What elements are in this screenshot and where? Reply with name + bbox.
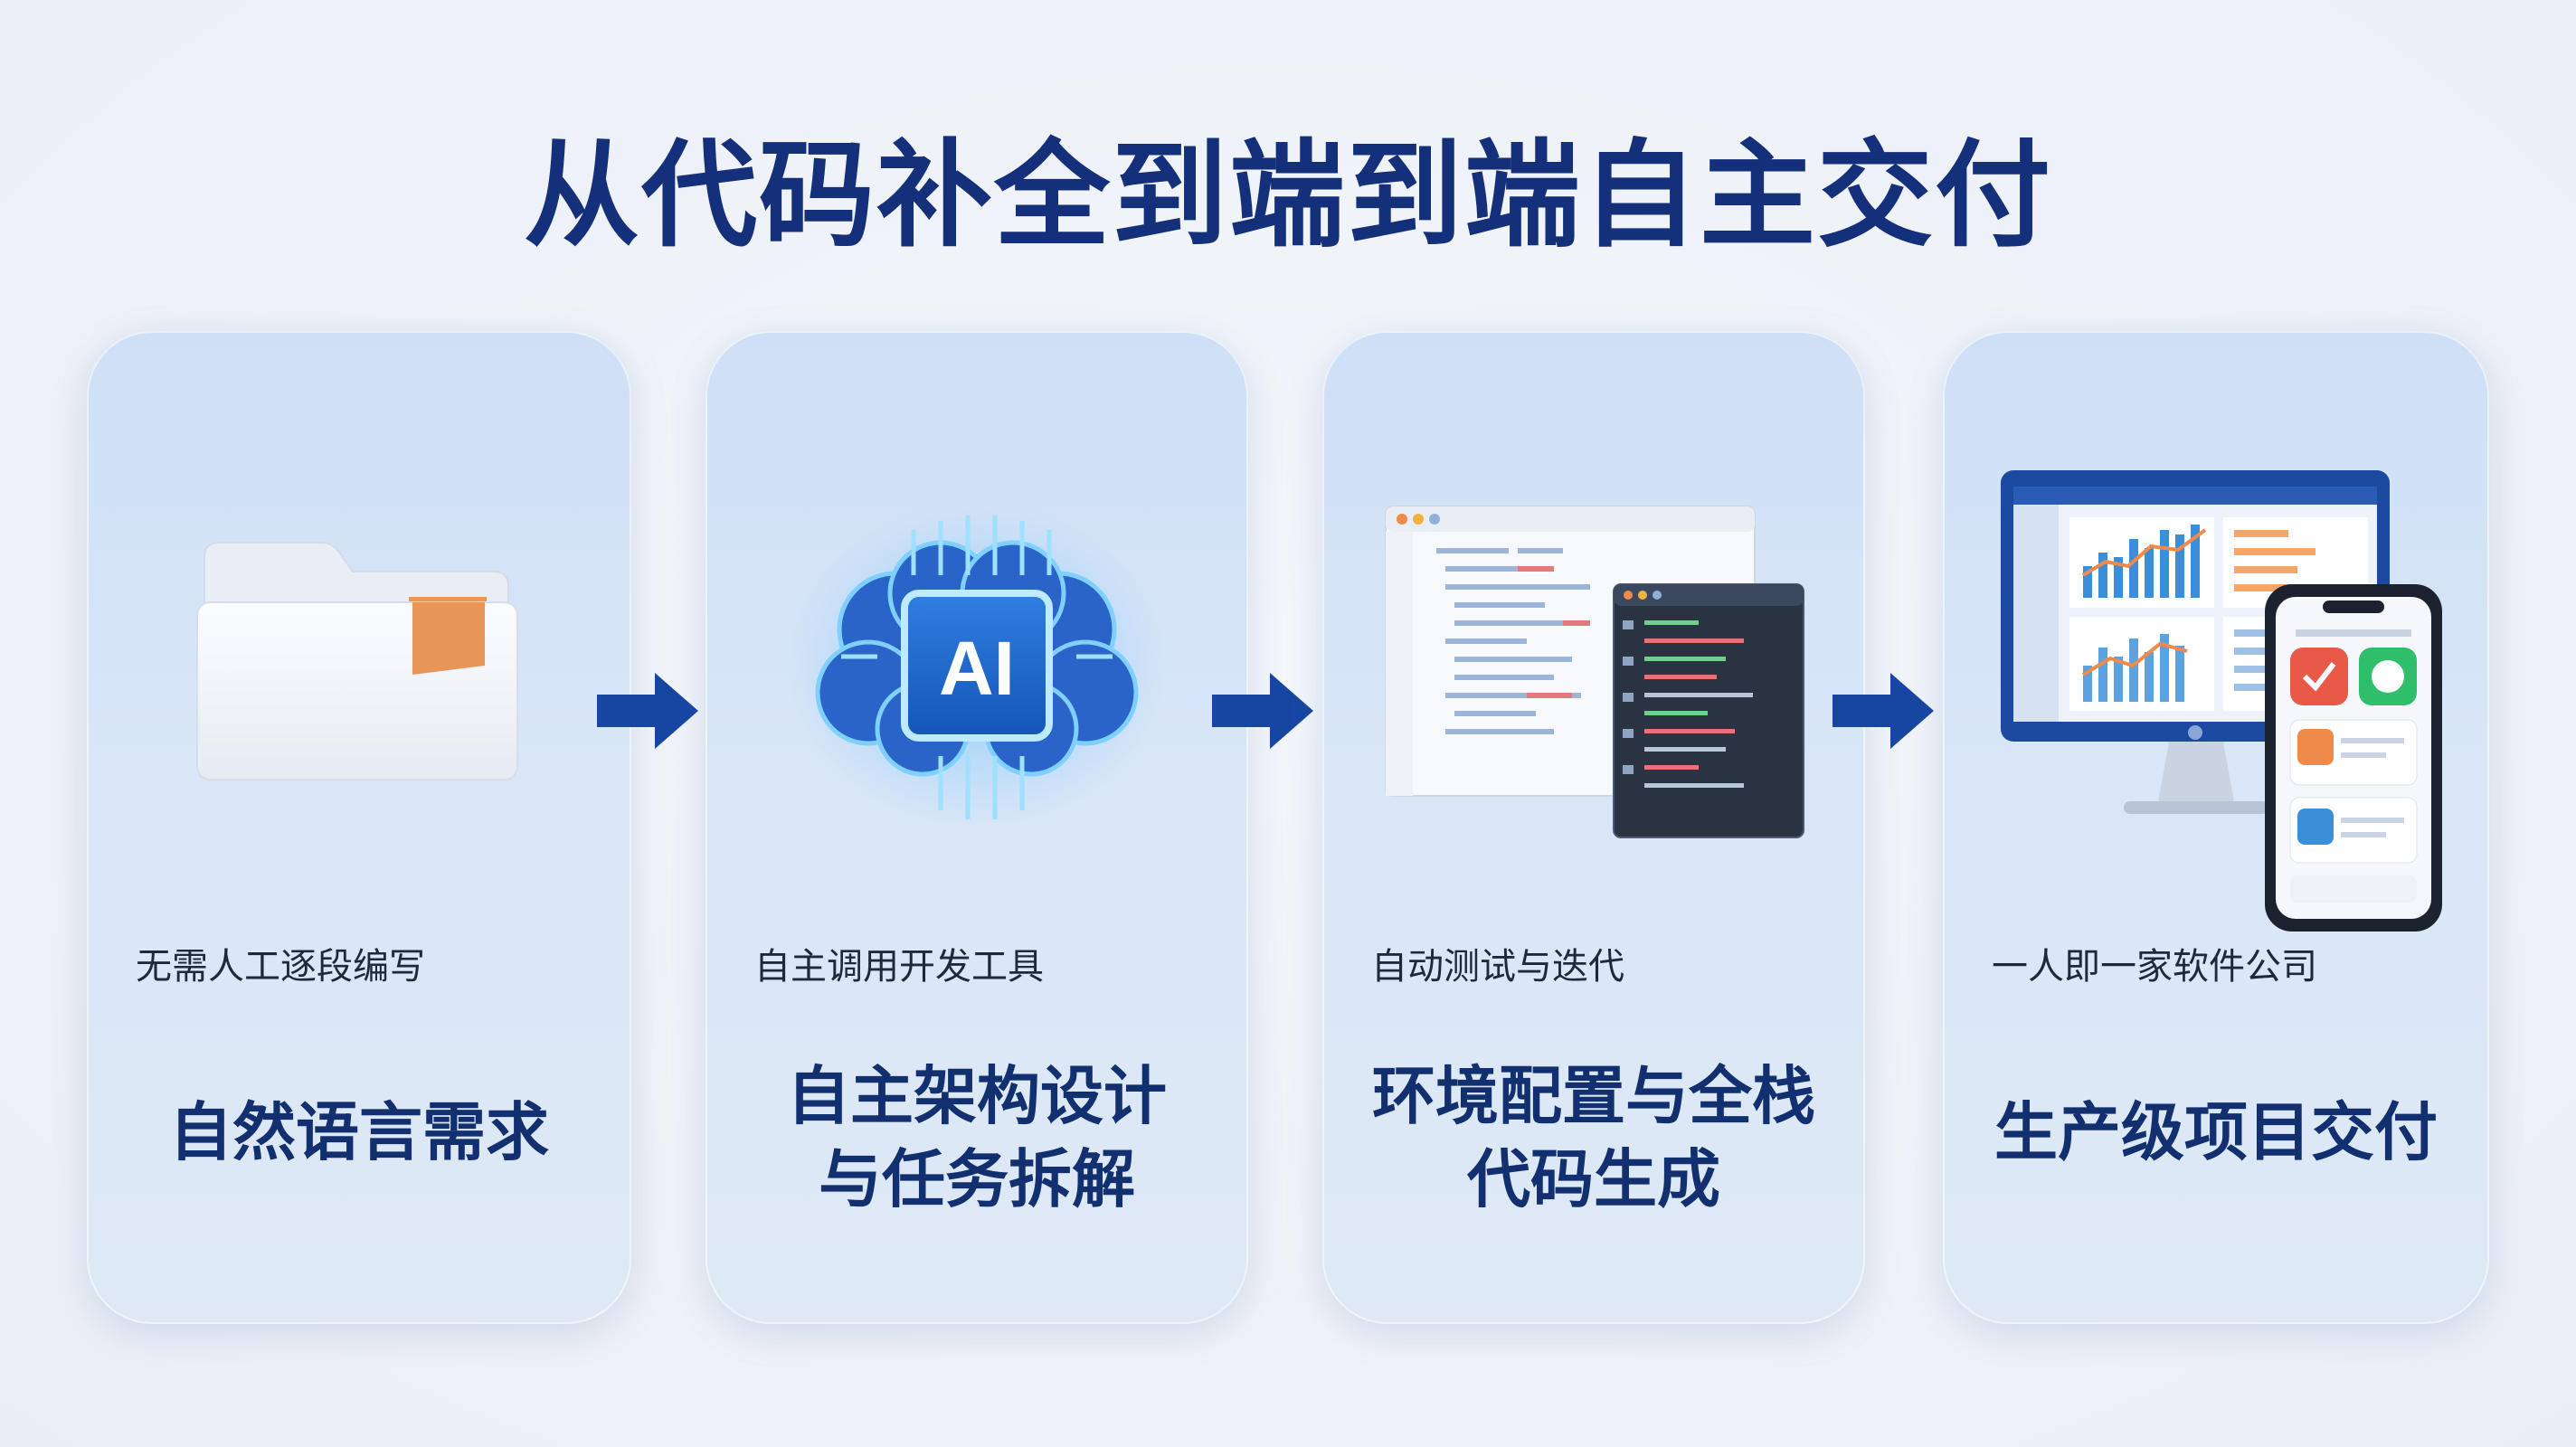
arrow-right-icon [1212,673,1313,749]
step-heading-line: 自然语言需求 [169,1095,549,1169]
page-title: 从代码补全到端到端自主交付 [523,128,2052,263]
step-heading-line: 代码生成 [1467,1142,1720,1216]
step-subtitle: 自动测试与迭代 [1371,946,1624,988]
step-subtitle: 自主调用开发工具 [754,946,1044,988]
ai-brain-icon: AI [787,494,1167,837]
step-subtitle: 无需人工逐段编写 [136,946,425,988]
step-card-natural-language: 无需人工逐段编写 自然语言需求 [87,331,631,1324]
step-heading-line: 环境配置与全栈 [1372,1059,1815,1133]
step-heading: 自主架构设计 与任务拆解 [706,1055,1248,1221]
step-card-code-generation: 自动测试与迭代 环境配置与全栈 代码生成 [1322,331,1865,1324]
step-card-delivery: 一人即一家软件公司 生产级项目交付 [1943,331,2489,1324]
folder-icon [186,530,530,801]
arrow-right-icon [1833,673,1934,749]
step-heading: 生产级项目交付 [1943,1091,2489,1174]
step-heading-line: 生产级项目交付 [1994,1095,2438,1169]
step-subtitle: 一人即一家软件公司 [1992,946,2317,988]
arrow-right-icon [597,673,698,749]
desktop-and-phone-icon [1997,467,2449,937]
ai-chip-label: AI [939,626,1015,711]
step-heading: 自然语言需求 [87,1091,631,1174]
step-heading-line: 与任务拆解 [819,1142,1135,1216]
step-heading: 环境配置与全栈 代码生成 [1322,1055,1865,1221]
step-card-architecture: AI 自主调用开发工具 自主架构设计 与任务拆解 [706,331,1248,1324]
step-heading-line: 自主架构设计 [787,1059,1167,1133]
code-editor-icon [1382,503,1816,846]
